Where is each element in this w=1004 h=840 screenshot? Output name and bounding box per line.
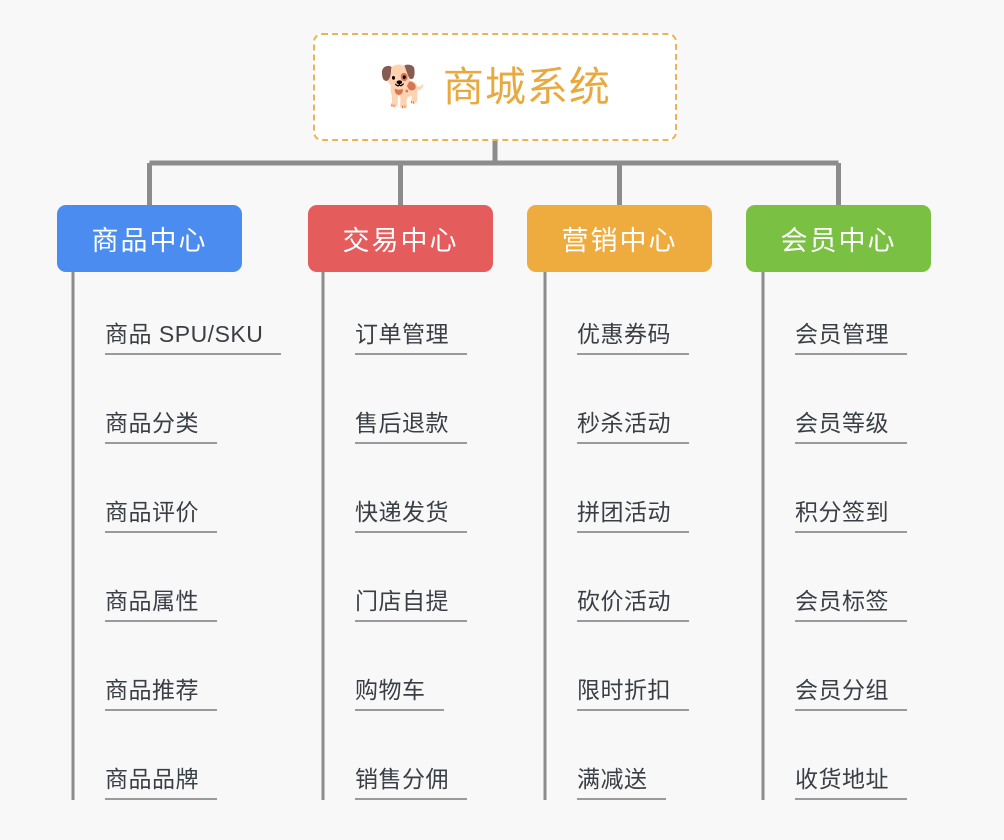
leaf-item-label: 商品属性 (105, 588, 217, 622)
category-header-4[interactable]: 会员中心 (746, 205, 931, 272)
leaf-item[interactable]: 商品 SPU/SKU (73, 272, 282, 361)
leaf-item[interactable]: 会员等级 (763, 361, 907, 450)
leaf-item[interactable]: 购物车 (323, 628, 467, 717)
leaf-item[interactable]: 拼团活动 (545, 450, 689, 539)
leaf-item-label: 秒杀活动 (577, 410, 689, 444)
leaf-item-label: 会员管理 (795, 321, 907, 355)
leaf-item[interactable]: 售后退款 (323, 361, 467, 450)
leaf-item[interactable]: 积分签到 (763, 450, 907, 539)
leaf-item-label: 订单管理 (355, 321, 467, 355)
leaf-item-label: 商品分类 (105, 410, 217, 444)
leaf-item-label: 砍价活动 (577, 588, 689, 622)
leaf-item[interactable]: 限时折扣 (545, 628, 689, 717)
leaf-item-label: 优惠券码 (577, 321, 689, 355)
leaf-item-label: 会员等级 (795, 410, 907, 444)
leaf-item[interactable]: 商品属性 (73, 539, 281, 628)
leaf-item-label: 会员分组 (795, 677, 907, 711)
category-header-1[interactable]: 商品中心 (57, 205, 242, 272)
shiba-dog-face-icon: 🐕 (379, 65, 429, 109)
leaf-item-label: 拼团活动 (577, 499, 689, 533)
leaf-list: 订单管理售后退款快递发货门店自提购物车销售分佣 (323, 272, 467, 806)
leaf-list: 会员管理会员等级积分签到会员标签会员分组收货地址 (763, 272, 907, 806)
leaf-item[interactable]: 收货地址 (763, 717, 907, 806)
leaf-item-label: 限时折扣 (577, 677, 689, 711)
leaf-item[interactable]: 快递发货 (323, 450, 467, 539)
leaf-item[interactable]: 优惠券码 (545, 272, 689, 361)
root-node-label: 商城系统 (442, 63, 611, 110)
leaf-item[interactable]: 会员标签 (763, 539, 907, 628)
leaf-item-label: 商品品牌 (105, 766, 217, 800)
leaf-item-label: 快递发货 (355, 499, 467, 533)
leaf-item-label: 售后退款 (355, 410, 467, 444)
leaf-item-label: 商品 SPU/SKU (105, 321, 282, 355)
leaf-item[interactable]: 订单管理 (323, 272, 467, 361)
leaf-item[interactable]: 会员管理 (763, 272, 907, 361)
root-node[interactable]: 🐕 商城系统 (313, 33, 677, 141)
leaf-item-label: 收货地址 (795, 766, 907, 800)
category-header-2[interactable]: 交易中心 (308, 205, 493, 272)
leaf-item[interactable]: 商品推荐 (73, 628, 281, 717)
leaf-item[interactable]: 秒杀活动 (545, 361, 689, 450)
leaf-item[interactable]: 销售分佣 (323, 717, 467, 806)
leaf-item-label: 商品评价 (105, 499, 217, 533)
leaf-item[interactable]: 商品分类 (73, 361, 281, 450)
leaf-item-label: 满减送 (577, 766, 666, 800)
leaf-list: 优惠券码秒杀活动拼团活动砍价活动限时折扣满减送 (545, 272, 689, 806)
category-header-3[interactable]: 营销中心 (527, 205, 712, 272)
leaf-item-label: 销售分佣 (355, 766, 467, 800)
leaf-item[interactable]: 会员分组 (763, 628, 907, 717)
leaf-list: 商品 SPU/SKU 商品分类商品评价商品属性商品推荐商品品牌 (73, 272, 282, 806)
leaf-item-label: 积分签到 (795, 499, 907, 533)
leaf-item-label: 购物车 (355, 677, 444, 711)
leaf-item[interactable]: 商品评价 (73, 450, 281, 539)
leaf-item[interactable]: 满减送 (545, 717, 689, 806)
leaf-item[interactable]: 门店自提 (323, 539, 467, 628)
leaf-item[interactable]: 商品品牌 (73, 717, 281, 806)
leaf-item-label: 会员标签 (795, 588, 907, 622)
leaf-item-label: 商品推荐 (105, 677, 217, 711)
leaf-item[interactable]: 砍价活动 (545, 539, 689, 628)
leaf-item-label: 门店自提 (355, 588, 467, 622)
